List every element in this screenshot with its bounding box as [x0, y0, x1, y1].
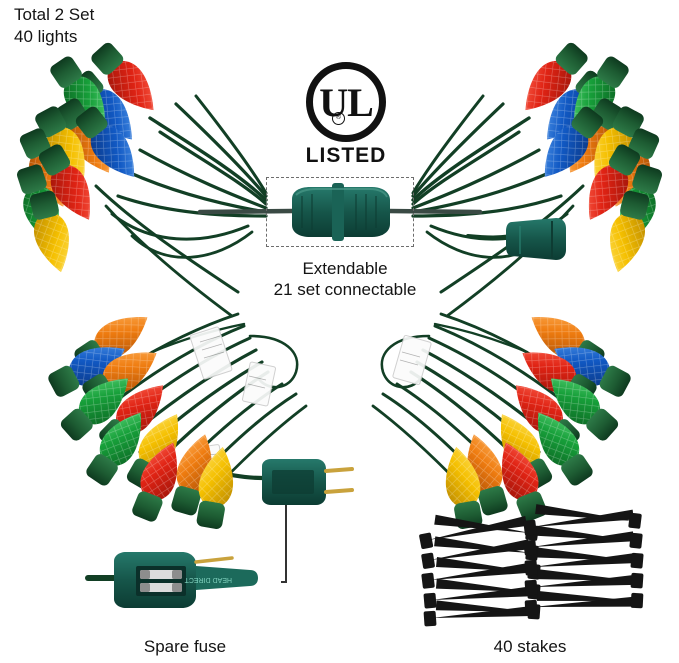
stake	[535, 504, 642, 529]
extendable-callout-label: Extendable 21 set connectable	[230, 258, 460, 300]
ul-letters: UL	[319, 79, 374, 125]
spare-fuse-detail: HEAD DIRECT	[85, 552, 258, 608]
spare-fuse-label: Spare fuse	[143, 637, 227, 656]
fuse-leader-line-horizontal	[281, 581, 287, 583]
fuse-leader-line-vertical	[285, 505, 287, 583]
stakes-label: 40 stakes	[493, 637, 567, 656]
bulb-cluster-upper-left	[17, 42, 167, 277]
stake	[536, 525, 643, 549]
stake	[523, 531, 634, 556]
product-tag	[189, 326, 432, 488]
svg-text:HEAD DIRECT: HEAD DIRECT	[184, 576, 232, 583]
bulb-cluster-upper-right	[512, 42, 662, 277]
stake	[419, 516, 528, 550]
power-cord	[207, 467, 265, 481]
spare-fuse-inset-box	[85, 542, 281, 622]
stake	[423, 606, 533, 627]
ul-circle-icon	[306, 62, 386, 142]
bulb-cluster-lower-right	[439, 303, 631, 530]
stake	[435, 600, 541, 620]
title-line-2: 40 lights	[14, 27, 78, 46]
stake	[421, 562, 530, 589]
fuse-cartridges	[140, 570, 182, 592]
registered-trademark-icon: ®	[332, 112, 345, 125]
stakes-group	[419, 504, 644, 627]
ul-listed-mark: UL ® LISTED	[298, 62, 394, 167]
stake	[434, 536, 539, 561]
bulb-cluster-lower-left	[48, 303, 240, 530]
ul-listed-caption: LISTED	[305, 144, 387, 167]
stake	[536, 590, 644, 609]
stake	[435, 578, 541, 600]
connector-highlight-box	[266, 177, 414, 247]
wire-bundle-lower-left	[108, 312, 308, 500]
extendable-line-1: Extendable	[302, 259, 388, 278]
stake	[524, 596, 636, 616]
product-title: Total 2 Set 40 lights	[14, 4, 94, 48]
stake	[523, 509, 634, 536]
stake	[421, 539, 530, 569]
plug-prongs	[324, 467, 354, 494]
extendable-line-2: 21 set connectable	[273, 280, 417, 299]
stake	[524, 553, 636, 576]
title-line-1: Total 2 Set	[14, 5, 95, 24]
female-socket-end	[506, 218, 566, 260]
stake	[524, 574, 636, 596]
stake	[423, 586, 533, 609]
wire-bundle-lower-right	[371, 312, 571, 500]
stake	[536, 547, 644, 569]
stake	[536, 569, 644, 589]
stake	[434, 514, 539, 541]
stake	[436, 556, 541, 580]
socket-lead-cord	[466, 234, 514, 240]
power-plug	[262, 459, 354, 505]
